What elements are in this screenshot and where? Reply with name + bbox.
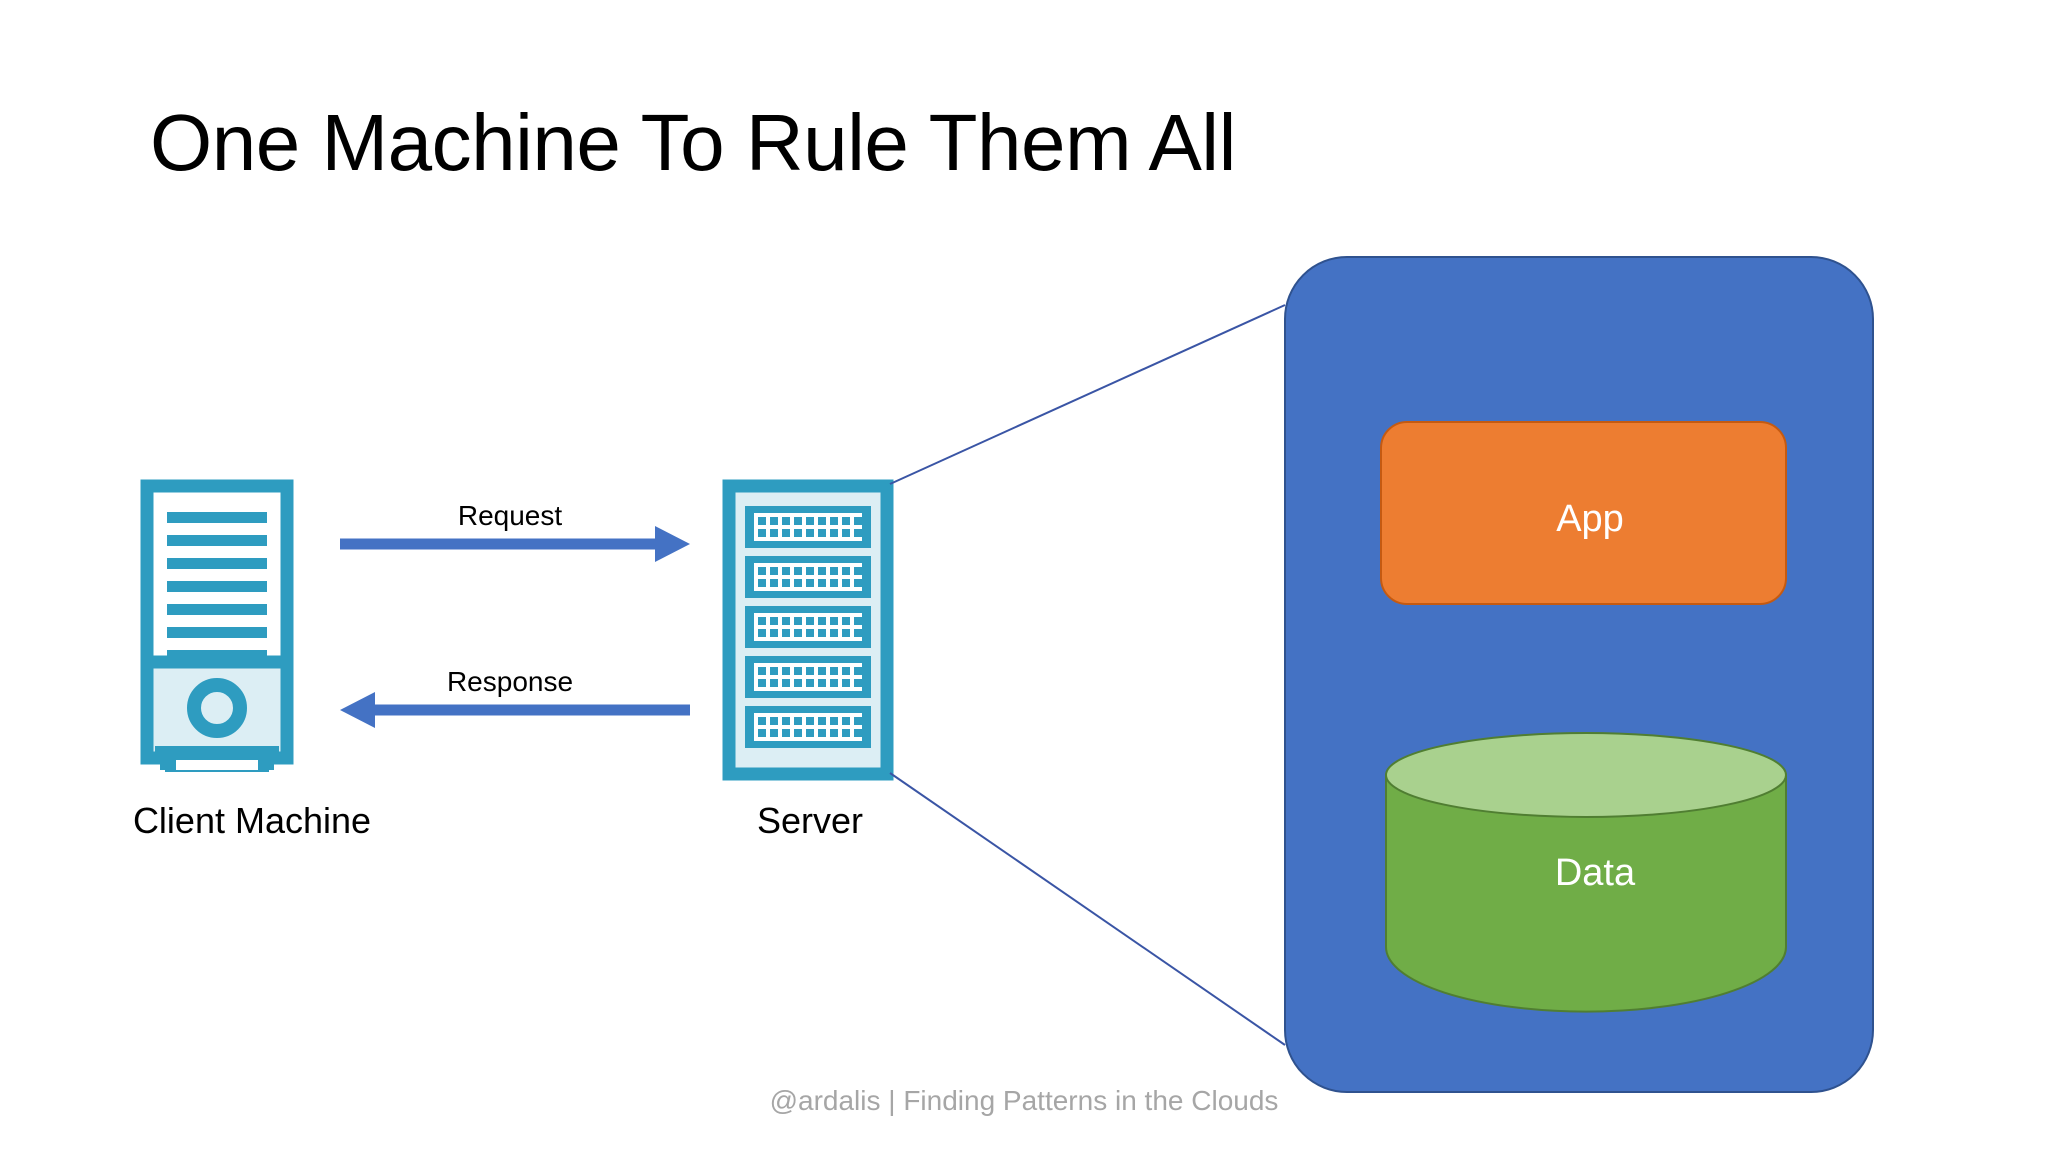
client-machine-icon bbox=[140, 479, 294, 772]
data-cylinder bbox=[1385, 732, 1787, 1013]
client-vent-bars bbox=[167, 512, 267, 661]
rack-unit bbox=[745, 606, 871, 648]
app-box-label: App bbox=[1556, 498, 1624, 540]
single-machine-panel bbox=[1284, 256, 1874, 1093]
client-machine-label: Client Machine bbox=[132, 800, 372, 841]
response-arrow bbox=[340, 692, 690, 728]
server-label: Server bbox=[756, 800, 864, 841]
data-cylinder-label: Data bbox=[1554, 852, 1636, 894]
server-rack-icon bbox=[722, 479, 894, 781]
rack-unit bbox=[745, 506, 871, 548]
power-button-icon bbox=[187, 678, 247, 738]
page-title: One Machine To Rule Them All bbox=[150, 98, 1236, 187]
app-box bbox=[1380, 421, 1787, 605]
rack-unit bbox=[745, 706, 871, 748]
response-arrow-label: Response bbox=[446, 666, 574, 697]
footer-attribution: @ardalis | Finding Patterns in the Cloud… bbox=[769, 1085, 1279, 1116]
rack-unit bbox=[745, 556, 871, 598]
request-arrow-label: Request bbox=[457, 500, 563, 531]
request-arrow bbox=[340, 526, 690, 562]
callout-lines bbox=[889, 304, 1286, 1046]
rack-unit bbox=[745, 656, 871, 698]
